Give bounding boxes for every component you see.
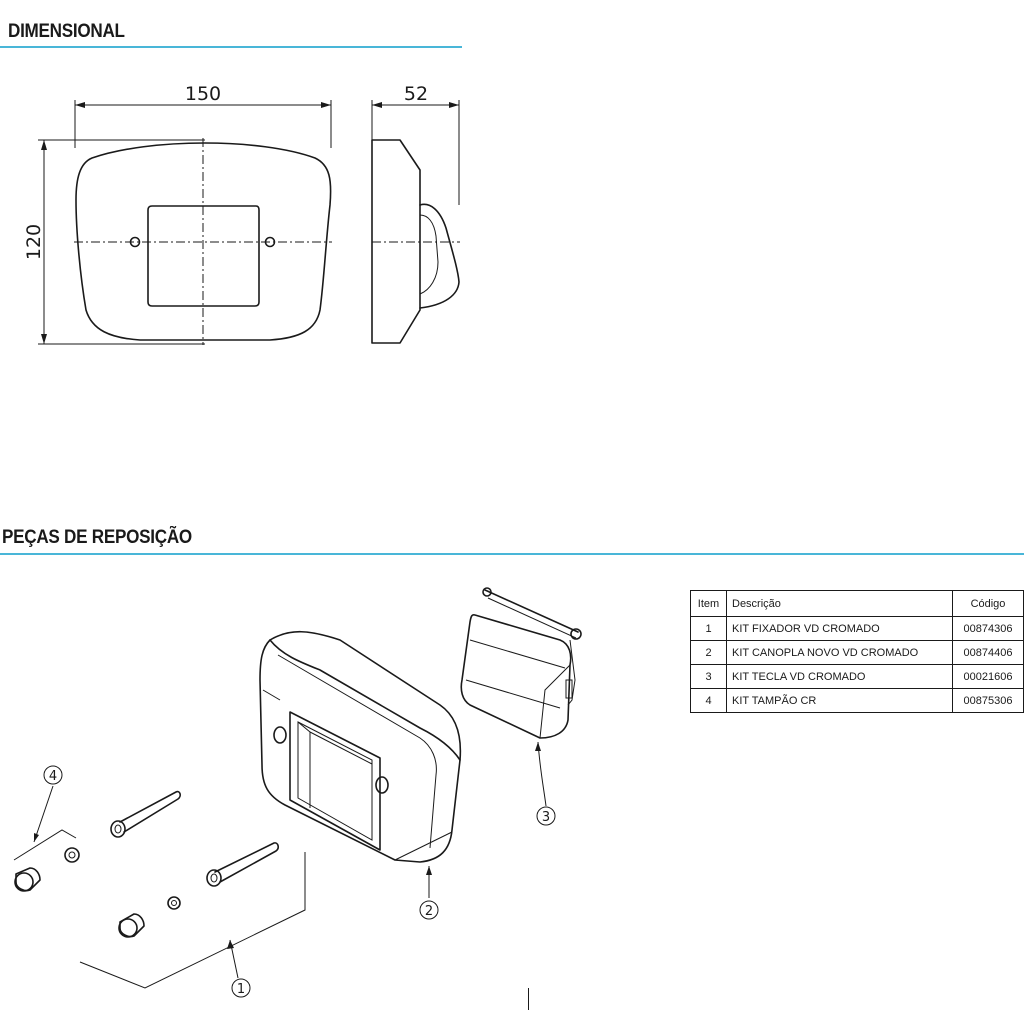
page-divider-mark	[528, 988, 529, 1010]
parts-rule	[0, 553, 1024, 555]
header-code: Código	[952, 590, 1024, 617]
side-view: 52	[371, 83, 460, 344]
table-header-row: Item Descrição Código	[690, 590, 1024, 617]
header-description: Descrição	[726, 590, 953, 617]
callout-1: 1	[237, 982, 245, 997]
callout-2: 2	[425, 904, 433, 919]
dimensional-heading: DIMENSIONAL	[8, 21, 125, 42]
cell-code: 00875306	[952, 688, 1024, 713]
dim-height-label: 120	[23, 224, 45, 260]
cover-plate-part	[259, 630, 462, 863]
parts-table: Item Descrição Código 1 KIT FIXADOR VD C…	[690, 590, 1024, 713]
exploded-view: 1 2 3 4	[13, 587, 582, 998]
table-row: 1 KIT FIXADOR VD CROMADO 00874306	[690, 616, 1024, 641]
callout-3: 3	[542, 810, 550, 825]
cell-description: KIT FIXADOR VD CROMADO	[726, 616, 953, 641]
header-item: Item	[690, 590, 727, 617]
cell-description: KIT TAMPÃO CR	[726, 688, 953, 713]
callout-4: 4	[49, 769, 57, 784]
cell-code: 00874306	[952, 616, 1024, 641]
plug-part	[14, 847, 181, 938]
table-row: 3 KIT TECLA VD CROMADO 00021606	[690, 664, 1024, 689]
table-row: 2 KIT CANOPLA NOVO VD CROMADO 00874406	[690, 640, 1024, 665]
cell-code: 00874406	[952, 640, 1024, 665]
dimensional-rule	[0, 46, 462, 48]
cell-description: KIT CANOPLA NOVO VD CROMADO	[726, 640, 953, 665]
cell-description: KIT TECLA VD CROMADO	[726, 664, 953, 689]
dim-width-label: 150	[185, 83, 221, 105]
cell-item: 4	[690, 688, 727, 713]
table-row: 4 KIT TAMPÃO CR 00875306	[690, 688, 1024, 713]
key-part	[460, 587, 582, 739]
parts-heading: PEÇAS DE REPOSIÇÃO	[2, 527, 192, 548]
cell-item: 1	[690, 616, 727, 641]
cell-code: 00021606	[952, 664, 1024, 689]
cell-item: 3	[690, 664, 727, 689]
cell-item: 2	[690, 640, 727, 665]
fixing-screw-part	[110, 790, 279, 887]
front-view: 150 120	[23, 83, 332, 345]
dim-depth-label: 52	[404, 83, 428, 105]
